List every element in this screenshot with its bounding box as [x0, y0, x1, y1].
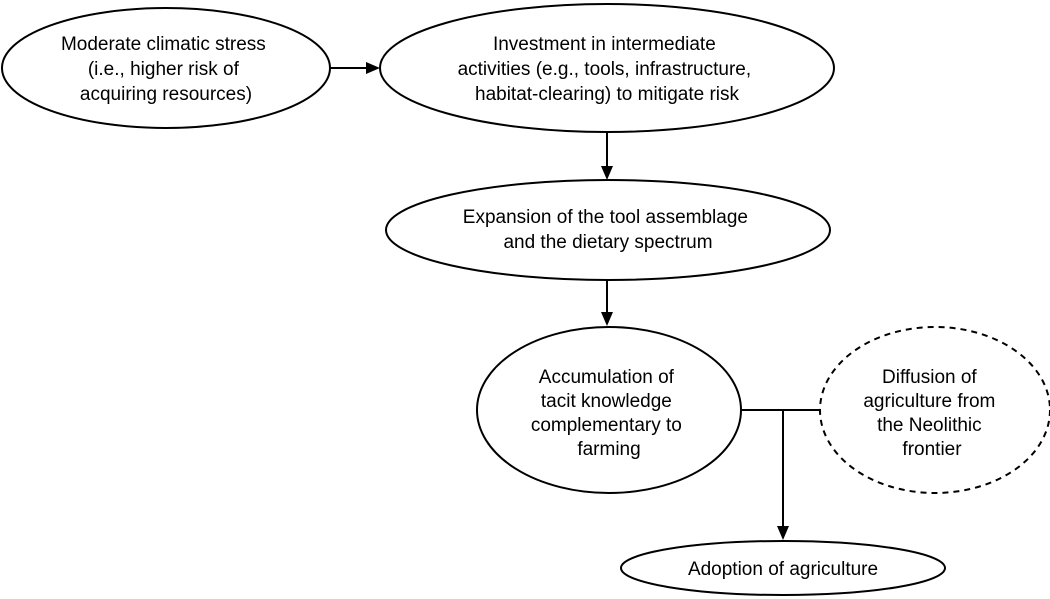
- node-climatic-stress-line-1: Moderate climatic stress: [61, 34, 266, 55]
- node-climatic-stress-label: Moderate climatic stress (i.e., higher r…: [61, 34, 271, 105]
- node-climatic-stress-line-2: (i.e., higher risk of: [88, 59, 240, 80]
- node-adoption-ellipse: [620, 540, 946, 596]
- node-expansion: Expansion of the tool assemblage and the…: [385, 179, 831, 281]
- node-accumulation-label: Accumulation of tacit knowledge compleme…: [531, 367, 687, 460]
- node-diffusion-line-3: the Neolithic: [877, 415, 982, 436]
- node-diffusion-line-4: frontier: [902, 439, 962, 460]
- node-diffusion-ellipse: [819, 326, 1050, 494]
- connectors: [330, 62, 820, 540]
- node-climatic-stress-line-3: acquiring resources): [80, 84, 252, 105]
- edge-join-to-adoption-arrowhead: [777, 526, 789, 540]
- node-climatic-stress-ellipse: [1, 7, 331, 129]
- node-diffusion: Diffusion of agriculture from the Neolit…: [819, 326, 1050, 494]
- node-investment-line-3: habitat-clearing) to mitigate risk: [475, 84, 739, 105]
- node-investment-line-2: activities (e.g., tools, infrastructure,: [458, 59, 752, 80]
- node-accumulation-line-2: tacit knowledge: [541, 391, 672, 412]
- node-expansion-ellipse: [385, 179, 831, 281]
- node-investment: Investment in intermediate activities (e…: [379, 3, 835, 133]
- node-investment-label: Investment in intermediate activities (e…: [458, 34, 757, 105]
- node-investment-line-1: Investment in intermediate: [493, 34, 716, 55]
- edge-stress-to-investment-arrowhead: [366, 62, 380, 74]
- node-expansion-line-1: Expansion of the tool assemblage: [463, 207, 748, 228]
- node-investment-ellipse: [379, 3, 835, 133]
- node-diffusion-line-2: agriculture from: [863, 391, 995, 412]
- node-expansion-line-2: and the dietary spectrum: [503, 232, 712, 253]
- node-accumulation-ellipse: [476, 326, 742, 494]
- node-adoption-label: Adoption of agriculture: [688, 559, 878, 580]
- node-climatic-stress: Moderate climatic stress (i.e., higher r…: [1, 7, 331, 129]
- node-accumulation-line-4: farming: [577, 439, 640, 460]
- node-adoption-line-1: Adoption of agriculture: [688, 559, 878, 580]
- node-accumulation: Accumulation of tacit knowledge compleme…: [476, 326, 742, 494]
- node-diffusion-label: Diffusion of agriculture from the Neolit…: [863, 367, 1000, 460]
- node-accumulation-line-3: complementary to: [531, 415, 682, 436]
- node-adoption: Adoption of agriculture: [620, 540, 946, 596]
- node-accumulation-line-1: Accumulation of: [539, 367, 675, 388]
- edge-investment-to-expansion-arrowhead: [601, 166, 613, 180]
- edge-expansion-to-accumulation-arrowhead: [601, 312, 613, 326]
- node-expansion-label: Expansion of the tool assemblage and the…: [463, 207, 753, 253]
- node-diffusion-line-1: Diffusion of: [882, 367, 977, 388]
